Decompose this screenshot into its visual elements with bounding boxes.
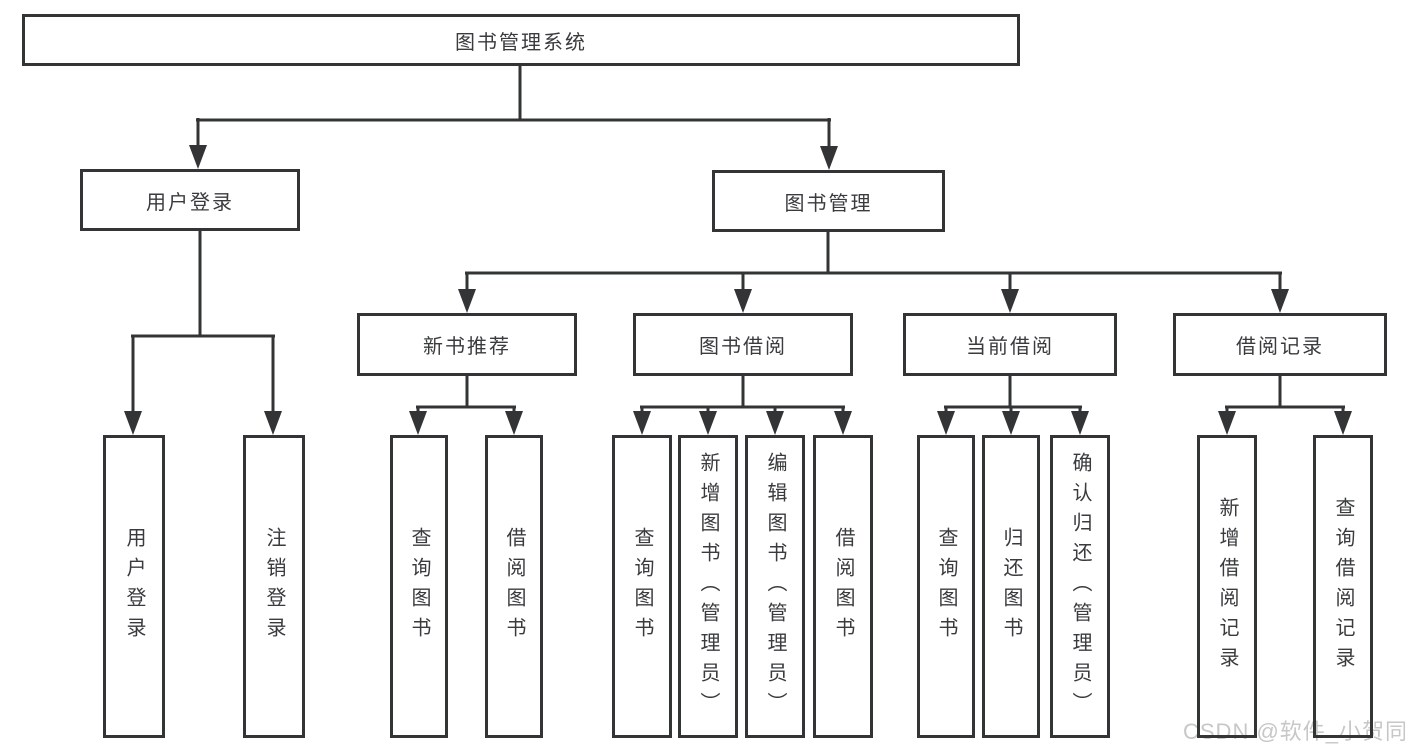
connector-root-to-level2 xyxy=(189,64,838,170)
leaf-nb-query-books: 查询图书 xyxy=(390,435,448,738)
node-new-book-recommend: 新书推荐 xyxy=(357,313,577,376)
connector-book-borrow-group xyxy=(633,374,852,435)
node-label: 图书管理系统 xyxy=(455,31,587,54)
leaf-bb-query-books: 查询图书 xyxy=(612,435,672,738)
leaf-label: 查询图书 xyxy=(935,526,957,647)
leaf-label: 新增借阅记录 xyxy=(1216,496,1238,677)
leaf-bb-borrow-books: 借阅图书 xyxy=(813,435,873,738)
leaf-label: 新增图书（管理员） xyxy=(697,451,719,722)
leaf-nb-borrow-books: 借阅图书 xyxy=(485,435,543,738)
node-label: 新书推荐 xyxy=(423,336,511,358)
leaf-logout: 注销登录 xyxy=(243,435,305,738)
leaf-cb-return-books: 归还图书 xyxy=(982,435,1040,738)
leaf-label: 注销登录 xyxy=(263,526,285,647)
leaf-label: 确认归还（管理员） xyxy=(1069,451,1091,722)
node-label: 当前借阅 xyxy=(966,336,1054,358)
connector-book-branch xyxy=(458,230,1289,313)
node-book-borrow: 图书借阅 xyxy=(633,313,853,376)
node-label: 图书借阅 xyxy=(699,336,787,358)
node-user-login-branch: 用户登录 xyxy=(80,169,300,231)
leaf-br-add-record: 新增借阅记录 xyxy=(1197,435,1257,738)
node-library-management-system: 图书管理系统 xyxy=(22,14,1020,66)
leaf-bb-edit-books-admin: 编辑图书（管理员） xyxy=(745,435,805,738)
node-book-management-branch: 图书管理 xyxy=(712,170,945,232)
leaf-bb-add-books-admin: 新增图书（管理员） xyxy=(678,435,738,738)
leaf-label: 归还图书 xyxy=(1000,526,1022,647)
leaf-label: 查询图书 xyxy=(408,526,430,647)
connector-current-borrow-group xyxy=(937,374,1089,435)
leaf-cb-confirm-return-admin: 确认归还（管理员） xyxy=(1050,435,1110,738)
csdn-watermark: CSDN @软件_小贺同学 xyxy=(1183,719,1405,744)
connector-borrow-records-group xyxy=(1218,374,1352,435)
leaf-label: 用户登录 xyxy=(123,526,145,647)
connector-user-branch xyxy=(124,229,282,435)
connector-new-book-group xyxy=(409,374,523,435)
node-borrow-records: 借阅记录 xyxy=(1173,313,1387,376)
node-label: 用户登录 xyxy=(146,191,234,214)
leaf-label: 查询借阅记录 xyxy=(1332,496,1354,677)
leaf-label: 编辑图书（管理员） xyxy=(764,451,786,722)
node-label: 图书管理 xyxy=(784,192,873,215)
leaf-user-login: 用户登录 xyxy=(103,435,165,738)
leaf-label: 借阅图书 xyxy=(503,526,525,647)
leaf-cb-query-books: 查询图书 xyxy=(917,435,975,738)
node-current-borrow: 当前借阅 xyxy=(903,313,1117,376)
node-label: 借阅记录 xyxy=(1236,336,1324,358)
leaf-br-query-record: 查询借阅记录 xyxy=(1313,435,1373,738)
leaf-label: 查询图书 xyxy=(631,526,653,647)
leaf-label: 借阅图书 xyxy=(832,526,854,647)
